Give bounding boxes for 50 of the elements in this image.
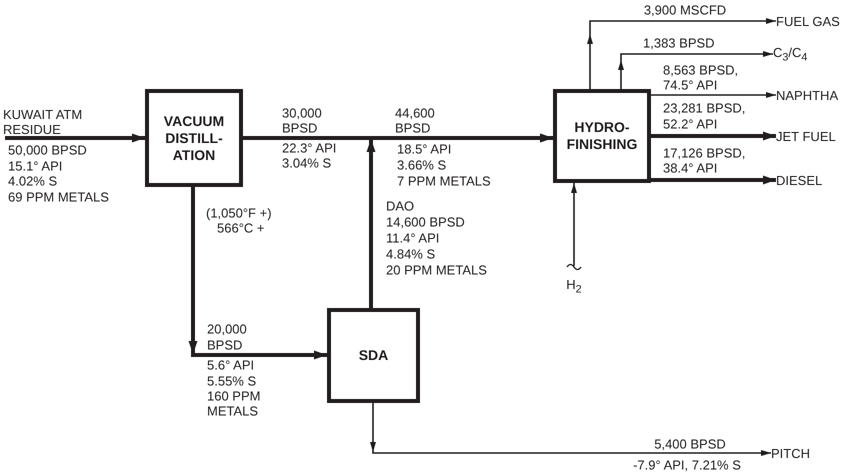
stream-data: 3.04% S xyxy=(282,156,332,170)
stream-data: 38.4° API xyxy=(663,160,718,176)
stream-data: 5.55% S xyxy=(207,374,256,388)
process-box xyxy=(145,89,243,187)
stream-name: C$_{3}$/C$_{4}$ xyxy=(773,44,808,64)
stream-data: METALS xyxy=(207,404,258,418)
process-name: SDA xyxy=(358,347,390,364)
stream-name: PITCH xyxy=(771,446,810,460)
stream-data: 20 PPM METALS xyxy=(386,262,487,278)
stream-data: 4.02% S xyxy=(8,174,58,188)
stream-data: (1,050°F +) xyxy=(206,206,272,220)
stream-data: 44,600 xyxy=(395,106,435,120)
stream-data: 5.6° API xyxy=(207,358,254,372)
process-name: VACUUM DISTILL-ATION xyxy=(162,112,226,164)
stream-data: 3.66% S xyxy=(397,158,446,172)
stream-data: 1,383 BPSD xyxy=(643,36,715,50)
stream-data: 52.2° API xyxy=(663,116,718,132)
stream-data: 74.5° API xyxy=(663,78,718,92)
stream-data: 50,000 BPSD xyxy=(8,142,87,158)
stream-data: BPSD xyxy=(395,120,430,136)
stream-data: BPSD xyxy=(207,338,242,352)
stream-name: FUEL GAS xyxy=(776,14,840,28)
stream-data: -7.9° API, 7.21% S xyxy=(633,458,741,472)
stream-data: BPSD xyxy=(282,120,318,136)
process-box xyxy=(553,89,651,183)
stream-data: 11.4° API xyxy=(386,230,440,246)
stream-name: H$_{2}$ xyxy=(566,277,582,296)
stream-data: 160 PPM xyxy=(207,388,260,404)
process-box xyxy=(327,308,420,403)
stream-data: 566°C + xyxy=(217,220,264,236)
stream-name: KUWAIT ATM RESIDUE xyxy=(3,106,84,136)
stream-data: 7 PPM METALS xyxy=(397,174,491,188)
stream-data: 23,281 BPSD, xyxy=(663,100,746,116)
stream-data: 69 PPM METALS xyxy=(8,190,109,204)
stream-data: 18.5° API xyxy=(397,142,452,156)
stream-data: 5,400 BPSD xyxy=(654,436,726,452)
stream-data: DAO xyxy=(386,198,414,214)
process-name: HYDRO-FINISHING xyxy=(566,119,638,153)
stream-data: 20,000 xyxy=(207,322,247,336)
stream-data: 8,563 BPSD, xyxy=(663,62,738,78)
stream-data: 14,600 BPSD xyxy=(386,214,465,230)
stream-name: JET FUEL xyxy=(776,128,836,144)
stream-data: 22.3° API xyxy=(282,140,336,156)
stream-name: DIESEL xyxy=(776,172,822,188)
stream-data: 3,900 MSCFD xyxy=(644,2,726,18)
stream-name: NAPHTHA xyxy=(776,88,838,102)
stream-data: 15.1° API xyxy=(8,158,62,174)
stream-data: 4.84% S xyxy=(386,246,436,262)
stream-data: 17,126 BPSD, xyxy=(663,146,746,160)
stream-data: 30,000 xyxy=(282,106,322,120)
